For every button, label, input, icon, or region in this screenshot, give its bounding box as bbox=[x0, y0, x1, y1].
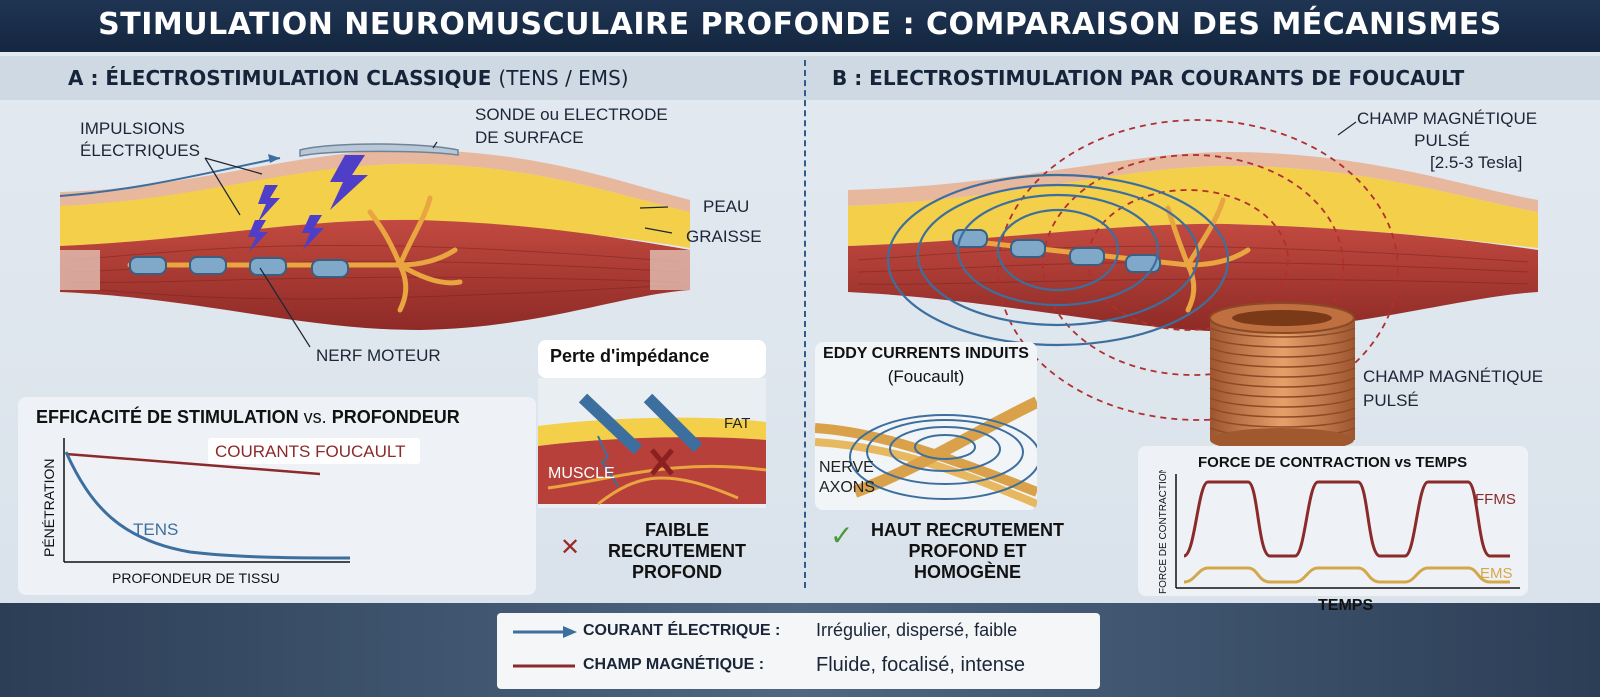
result-a-line1: FAIBLE bbox=[644, 520, 709, 540]
depth-chart-svg: PÉNÉTRATION PROFONDEUR DE TISSU COURANTS… bbox=[41, 438, 420, 586]
eddy-current-loops bbox=[886, 173, 1230, 347]
fat-layer bbox=[60, 163, 690, 248]
lightning-icons bbox=[248, 155, 368, 252]
label-sonde-line2: DE SURFACE bbox=[475, 128, 584, 147]
result-a: FAIBLE RECRUTEMENT PROFOND bbox=[597, 520, 757, 583]
label-champ-coil-line2: PULSÉ bbox=[1363, 391, 1419, 410]
force-chart-ylabel: FORCE DE CONTRACTION bbox=[1158, 470, 1169, 594]
impedance-title-box: Perte d'impédance bbox=[538, 340, 766, 378]
series-ffms-line bbox=[1183, 480, 1510, 558]
result-b: HAUT RECRUTEMENT PROFOND ET HOMOGÈNE bbox=[860, 520, 1075, 583]
impedance-arrows bbox=[578, 393, 703, 487]
section-b-tissue-illustration bbox=[848, 119, 1538, 452]
series-label-ems: EMS bbox=[1480, 565, 1513, 582]
electrode-icon bbox=[299, 143, 459, 157]
eddy-illustration: NERVE AXONS bbox=[815, 396, 1037, 508]
impedance-fat-label: FAT bbox=[724, 415, 750, 432]
check-icon: ✓ bbox=[830, 519, 854, 552]
series-foucault-line bbox=[65, 452, 321, 476]
section-a-tissue-illustration bbox=[59, 141, 690, 348]
legend-magnetic-desc: Fluide, focalisé, intense bbox=[816, 654, 1026, 676]
series-ems-line bbox=[1183, 566, 1510, 584]
page-title: STIMULATION NEUROMUSCULAIRE PROFONDE : C… bbox=[0, 0, 1600, 52]
muscle-layer bbox=[60, 219, 690, 330]
section-header-band bbox=[0, 56, 1600, 100]
eddy-title: EDDY CURRENTS INDUITS bbox=[823, 345, 1029, 362]
label-graisse: GRAISSE bbox=[686, 227, 762, 246]
label-champ-coil-line1: CHAMP MAGNÉTIQUE bbox=[1363, 367, 1544, 386]
legend-electric-label: COURANT ÉLECTRIQUE : bbox=[583, 622, 781, 639]
force-chart-title: FORCE DE CONTRACTION vs TEMPS bbox=[1198, 454, 1468, 471]
arrow-icon bbox=[513, 626, 577, 638]
section-divider bbox=[804, 60, 806, 588]
depth-chart-xlabel: PROFONDEUR DE TISSU bbox=[112, 570, 280, 586]
section-a-heading: A : ÉLECTROSTIMULATION CLASSIQUE (TENS /… bbox=[68, 66, 629, 90]
legend-electric-desc: Irrégulier, dispersé, faible bbox=[816, 620, 1018, 640]
eddy-axons-label: AXONS bbox=[819, 479, 875, 496]
label-peau: PEAU bbox=[703, 197, 750, 216]
skin-layer bbox=[60, 149, 690, 212]
section-a-heading-sub: (TENS / EMS) bbox=[498, 66, 629, 90]
force-chart-xlabel: TEMPS bbox=[1318, 597, 1374, 614]
impedance-title: Perte d'impédance bbox=[550, 346, 710, 366]
label-impulsions: IMPULSIONS ÉLECTRIQUES bbox=[80, 119, 200, 160]
legend: COURANT ÉLECTRIQUE : Irrégulier, dispers… bbox=[497, 613, 1100, 689]
label-champ-top-line2: PULSÉ bbox=[1414, 131, 1470, 150]
depth-chart-title-part2: vs. bbox=[303, 407, 327, 427]
label-champ-top-line3: [2.5-3 Tesla] bbox=[1430, 153, 1523, 172]
depth-chart-ylabel: PÉNÉTRATION bbox=[41, 458, 57, 557]
depth-chart-title-part1: EFFICACITÉ DE STIMULATION bbox=[36, 407, 299, 427]
result-a-line3: PROFOND bbox=[632, 562, 722, 582]
nerve-sheath-cells bbox=[129, 256, 349, 278]
depth-chart-title-part3: PROFONDEUR bbox=[331, 407, 460, 427]
result-b-line3: HOMOGÈNE bbox=[913, 562, 1021, 582]
force-chart-svg: FORCE DE CONTRACTION FFMS EMS bbox=[1158, 470, 1520, 594]
eddy-nerve-label: NERVE bbox=[819, 459, 874, 476]
legend-magnetic-label: CHAMP MAGNÉTIQUE : bbox=[583, 656, 765, 673]
impedance-cross-icon bbox=[650, 448, 674, 476]
section-b-heading: B : ELECTROSTIMULATION PAR COURANTS DE F… bbox=[832, 66, 1465, 90]
series-tens-line bbox=[64, 451, 351, 560]
series-label-ffms: FFMS bbox=[1475, 491, 1516, 508]
label-nerf-moteur: NERF MOTEUR bbox=[316, 346, 441, 365]
eddy-subtitle: (Foucault) bbox=[887, 367, 965, 386]
cross-icon: ✕ bbox=[560, 533, 581, 561]
label-champ-top-line1: CHAMP MAGNÉTIQUE bbox=[1357, 109, 1538, 128]
result-b-line2: PROFOND ET bbox=[908, 541, 1027, 561]
section-a-heading-main: A : ÉLECTROSTIMULATION CLASSIQUE bbox=[68, 66, 492, 90]
label-sonde-line1: SONDE ou ELECTRODE bbox=[475, 105, 668, 124]
impedance-illustration: FAT MUSCLE bbox=[538, 378, 766, 508]
depth-chart-title: EFFICACITÉ DE STIMULATION vs. PROFONDEUR bbox=[36, 407, 460, 428]
line-icon bbox=[513, 664, 575, 668]
impedance-muscle-label: MUSCLE bbox=[548, 465, 615, 482]
result-b-line1: HAUT RECRUTEMENT bbox=[871, 520, 1064, 540]
series-label-tens: TENS bbox=[133, 520, 178, 539]
series-label-foucault: COURANTS FOUCAULT bbox=[215, 442, 405, 461]
magnetic-coil-icon bbox=[1209, 302, 1356, 452]
result-a-line2: RECRUTEMENT bbox=[608, 541, 746, 561]
